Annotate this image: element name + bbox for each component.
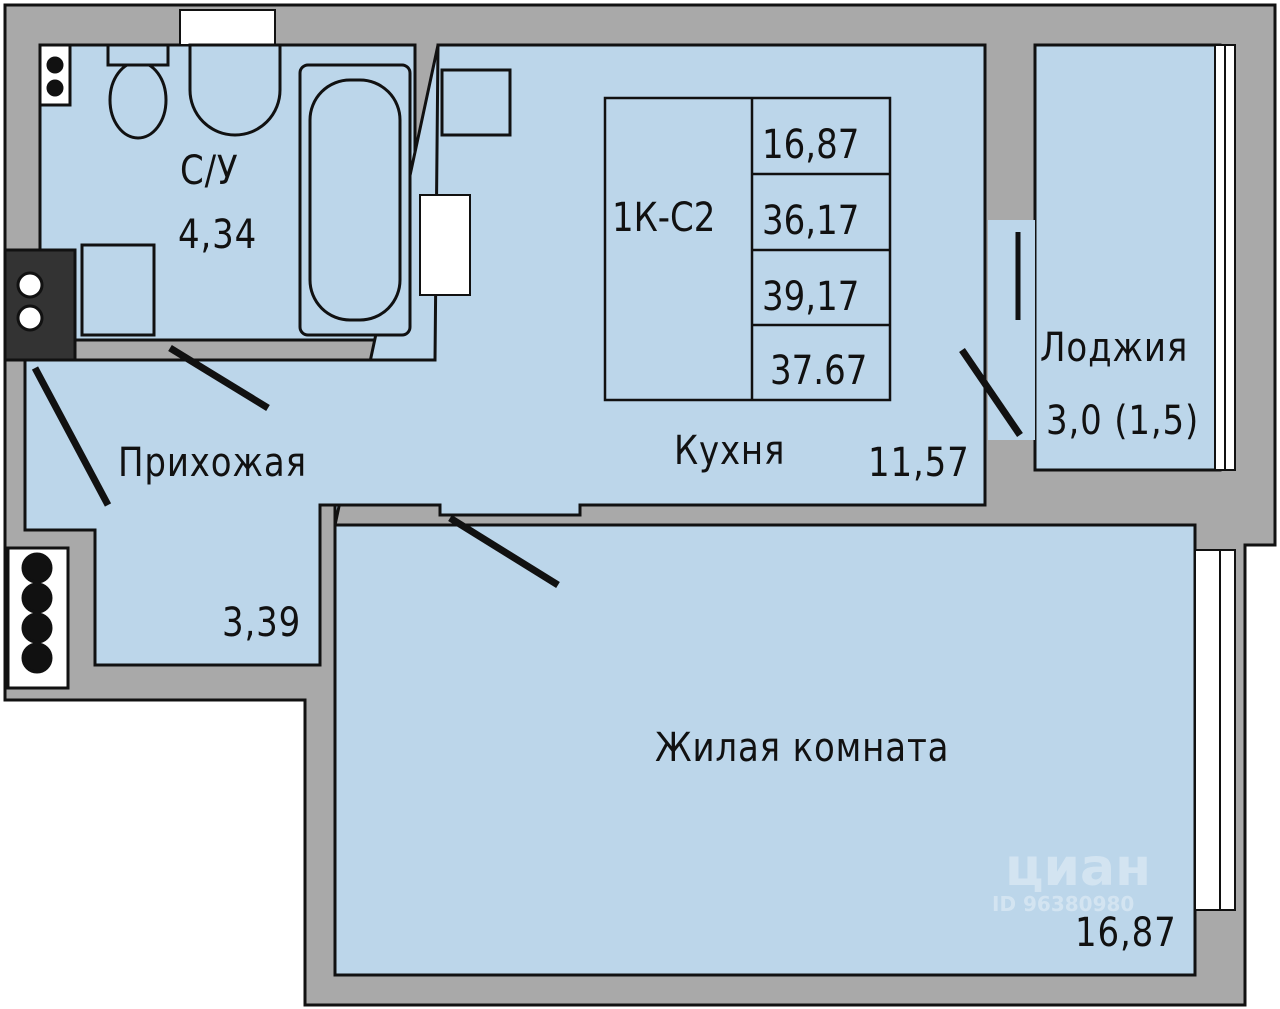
washbasin xyxy=(188,43,282,137)
living-room-floor xyxy=(333,523,1197,977)
toilet xyxy=(108,60,168,140)
apartment-type-code: 1К-С2 xyxy=(612,195,716,241)
area-reduced: 37.67 xyxy=(770,348,868,394)
bathroom-label: С/У xyxy=(180,148,239,194)
loggia-floor xyxy=(1033,43,1222,472)
washing-machine xyxy=(80,243,156,337)
loggia-label: Лоджия xyxy=(1040,325,1189,371)
hallway-area: 3,39 xyxy=(222,600,302,646)
windows xyxy=(179,9,1236,911)
passage-floor xyxy=(988,220,1035,440)
living-room-label: Жилая комната xyxy=(655,725,950,771)
kitchen-sink xyxy=(440,68,512,137)
fixtures xyxy=(3,43,512,690)
bathroom-area: 4,34 xyxy=(178,212,258,258)
kitchen-label: Кухня xyxy=(674,428,786,474)
area-total-with-loggia: 39,17 xyxy=(762,274,860,320)
area-total: 36,17 xyxy=(762,198,860,244)
loggia-area: 3,0 (1,5) xyxy=(1046,398,1200,444)
boiler xyxy=(3,248,77,362)
area-living: 16,87 xyxy=(762,122,860,168)
door-leaves xyxy=(31,232,1023,588)
kitchen-area: 11,57 xyxy=(868,440,970,486)
watermark-brand: циан xyxy=(1005,838,1151,898)
apartment-info-table xyxy=(603,96,892,402)
hallway-label: Прихожая xyxy=(118,440,307,486)
living-room-area: 16,87 xyxy=(1075,910,1177,956)
watermark-id: ID 96380980 xyxy=(992,892,1135,916)
